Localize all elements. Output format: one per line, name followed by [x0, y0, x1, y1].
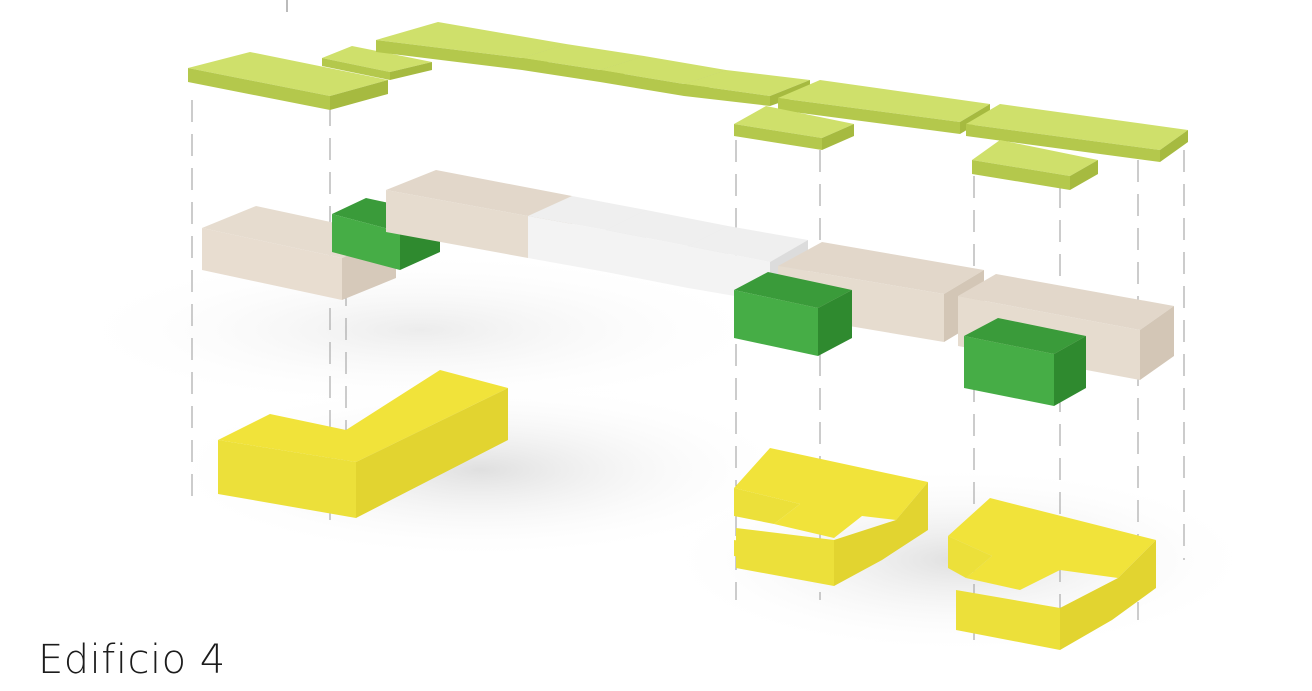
base-block-l-shape [218, 370, 508, 518]
roof-layer [188, 22, 1188, 190]
floor-block-green-2 [734, 272, 852, 356]
base-layer [218, 370, 1156, 650]
roof-slab-1 [188, 52, 388, 110]
building-caption: Edificio 4 [38, 637, 226, 683]
floor-layer [202, 170, 1174, 406]
base-block-t-shape-1 [734, 448, 928, 586]
floor-block-green-3 [964, 318, 1086, 406]
roof-slab-2 [322, 46, 432, 80]
roof-slab-9 [966, 104, 1188, 162]
roof-slab-8 [734, 106, 854, 150]
base-block-t-shape-2 [948, 498, 1156, 650]
roof-slab-10 [972, 140, 1098, 190]
